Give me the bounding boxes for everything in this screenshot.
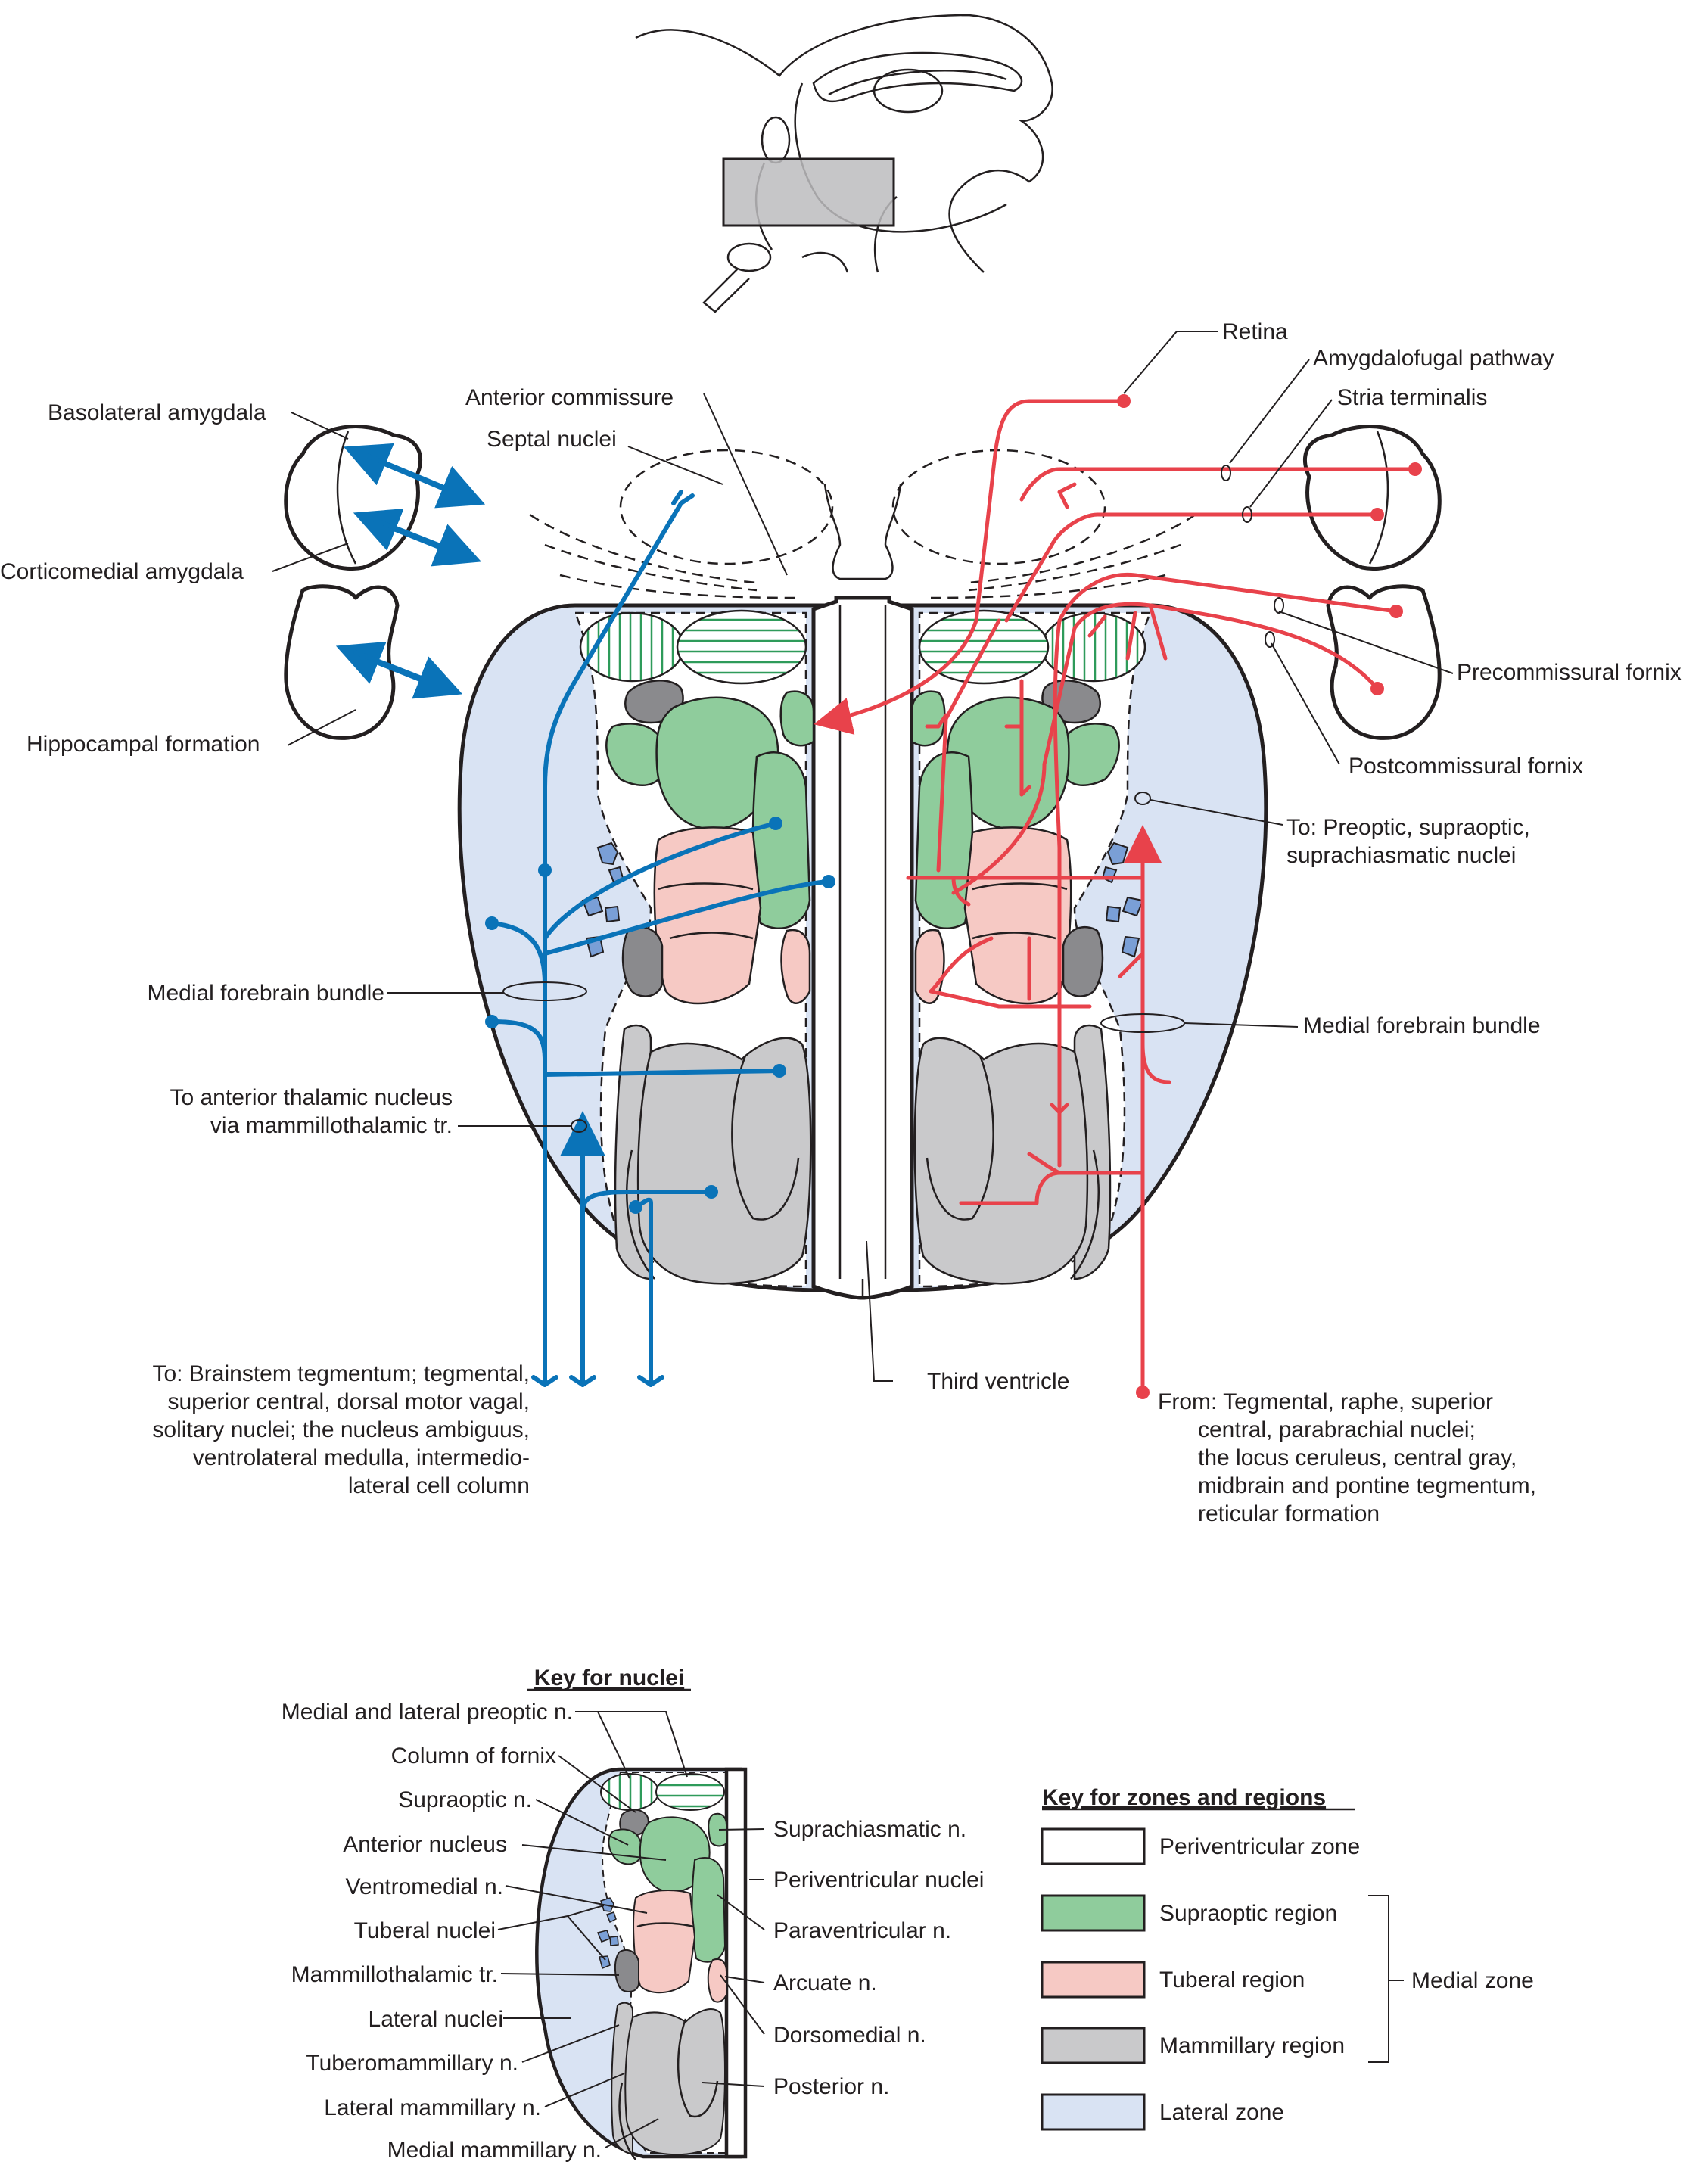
key-left-6: Mammillothalamic tr. bbox=[291, 1962, 498, 1987]
key-left-8: Tuberomammillary n. bbox=[306, 2051, 518, 2076]
key-left-7: Lateral nuclei bbox=[369, 2007, 503, 2032]
brain-sagittal-inset bbox=[635, 14, 1053, 313]
main-coronal-section bbox=[457, 449, 1268, 1300]
zone-periventricular: Periventricular zone bbox=[1159, 1834, 1360, 1859]
label-precommissural: Precommissural fornix bbox=[1457, 660, 1682, 685]
key-right-0: Suprachiasmatic n. bbox=[773, 1817, 966, 1842]
label-mfb-left: Medial forebrain bundle bbox=[147, 981, 384, 1006]
label-third-ventricle: Third ventricle bbox=[927, 1369, 1069, 1394]
label-stria: Stria terminalis bbox=[1337, 385, 1487, 410]
zone-supraoptic: Supraoptic region bbox=[1159, 1901, 1337, 1926]
key-zones: Key for zones and regions Periventricula… bbox=[1041, 1785, 1534, 2131]
key-left-2: Supraoptic n. bbox=[398, 1787, 532, 1812]
label-mfb-right: Medial forebrain bundle bbox=[1303, 1013, 1541, 1038]
label-hippocampal: Hippocampal formation bbox=[26, 732, 260, 757]
label-from-2: the locus ceruleus, central gray, bbox=[1198, 1445, 1517, 1470]
label-preoptic-1: To: Preoptic, supraoptic, bbox=[1286, 815, 1530, 840]
key-right-2: Paraventricular n. bbox=[773, 1918, 951, 1943]
labels: Basolateral amygdala Corticomedial amygd… bbox=[0, 319, 1682, 1526]
key-left-10: Medial mammillary n. bbox=[387, 2138, 602, 2163]
label-from-4: reticular formation bbox=[1198, 1501, 1380, 1526]
label-brainstem-4: lateral cell column bbox=[348, 1473, 530, 1498]
efferent-pathways bbox=[335, 443, 835, 1387]
zone-mammillary: Mammillary region bbox=[1159, 2033, 1345, 2058]
leader-lines bbox=[272, 331, 1454, 1382]
key-nuclei-title: Key for nuclei bbox=[534, 1666, 684, 1691]
key-zones-title: Key for zones and regions bbox=[1042, 1785, 1326, 1810]
label-brainstem-0: To: Brainstem tegmentum; tegmental, bbox=[152, 1361, 530, 1386]
label-corticomedial: Corticomedial amygdala bbox=[0, 559, 244, 584]
key-right-1: Periventricular nuclei bbox=[773, 1868, 984, 1893]
key-nuclei: Key for nuclei bbox=[282, 1666, 985, 2163]
key-left-0: Medial and lateral preoptic n. bbox=[282, 1700, 573, 1725]
label-from-0: From: Tegmental, raphe, superior bbox=[1158, 1389, 1493, 1414]
amygdala-right bbox=[1303, 425, 1442, 740]
key-left-9: Lateral mammillary n. bbox=[324, 2095, 541, 2120]
zone-lateral: Lateral zone bbox=[1159, 2100, 1284, 2125]
zone-bracket-medial: Medial zone bbox=[1411, 1968, 1534, 1993]
label-ant-thal-1: To anterior thalamic nucleus bbox=[170, 1085, 453, 1110]
label-from-1: central, parabrachial nuclei; bbox=[1198, 1417, 1476, 1442]
label-ant-thal-2: via mammillothalamic tr. bbox=[210, 1113, 453, 1138]
label-brainstem-3: ventrolateral medulla, intermedio- bbox=[193, 1445, 530, 1470]
label-basolateral: Basolateral amygdala bbox=[48, 400, 266, 425]
label-from-3: midbrain and pontine tegmentum, bbox=[1198, 1473, 1536, 1498]
label-brainstem-2: solitary nuclei; the nucleus ambiguus, bbox=[152, 1417, 530, 1442]
afferent-pathways bbox=[814, 394, 1422, 1399]
key-left-1: Column of fornix bbox=[391, 1744, 556, 1768]
label-septal: Septal nuclei bbox=[487, 427, 617, 452]
key-right-3: Arcuate n. bbox=[773, 1971, 877, 1995]
key-left-3: Anterior nucleus bbox=[343, 1832, 507, 1857]
label-brainstem-1: superior central, dorsal motor vagal, bbox=[167, 1389, 530, 1414]
label-preoptic-2: suprachiasmatic nuclei bbox=[1286, 843, 1516, 868]
zone-tuberal: Tuberal region bbox=[1159, 1967, 1305, 1992]
key-right-5: Posterior n. bbox=[773, 2074, 889, 2099]
key-right-4: Dorsomedial n. bbox=[773, 2023, 926, 2048]
label-postcommissural: Postcommissural fornix bbox=[1349, 754, 1583, 779]
amygdala-left bbox=[284, 425, 422, 740]
key-left-4: Ventromedial n. bbox=[346, 1874, 503, 1899]
label-anterior-commissure: Anterior commissure bbox=[465, 385, 674, 410]
label-retina: Retina bbox=[1222, 319, 1288, 344]
label-amygdalofugal: Amygdalofugal pathway bbox=[1313, 346, 1554, 371]
key-left-5: Tuberal nuclei bbox=[354, 1918, 496, 1943]
